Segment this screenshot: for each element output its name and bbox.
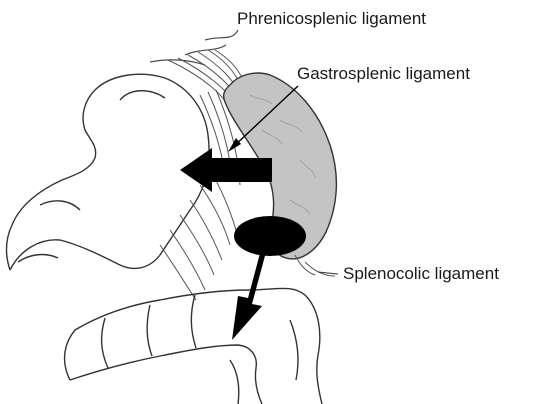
gastrosplenic-ligament-label: Gastrosplenic ligament xyxy=(297,65,470,82)
colon xyxy=(65,288,322,404)
stomach xyxy=(6,74,209,270)
inferior-arrow xyxy=(232,246,266,340)
phrenicosplenic-ligament-label: Phrenicosplenic ligament xyxy=(237,10,426,27)
splenocolic-ligament-label: Splenocolic ligament xyxy=(343,265,499,282)
gastrosplenic-leader-arrowhead xyxy=(228,138,241,152)
diaphragm-outline xyxy=(150,30,238,65)
lower-pole-marker xyxy=(234,216,306,256)
